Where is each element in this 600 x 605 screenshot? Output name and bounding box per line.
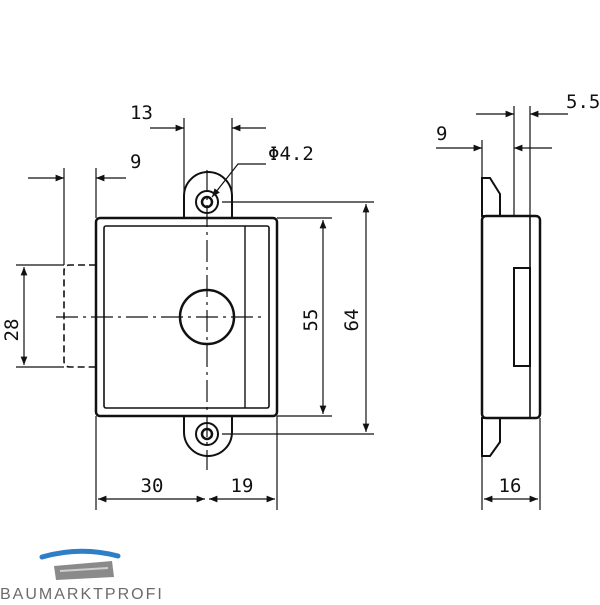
dim-label-64: 64 (341, 309, 363, 332)
bottom-mounting-ear (183, 416, 233, 457)
front-view (56, 170, 279, 470)
baumarktprofi-logo: BAUMARKTPROFI (0, 548, 164, 603)
dim-label-55: 55 (300, 309, 322, 332)
logo-text: BAUMARKTPROFI (0, 586, 164, 600)
dim-label-5-5: 5.5 (566, 91, 600, 113)
side-bottom-ear (481, 417, 501, 457)
dim-label-30: 30 (141, 475, 164, 497)
side-dimensions (436, 106, 568, 510)
side-top-ear (481, 177, 501, 217)
side-dimension-labels: 5.5 9 16 (436, 91, 600, 497)
side-body (480, 214, 542, 420)
top-mounting-ear (183, 171, 233, 218)
dim-label-28: 28 (1, 319, 23, 342)
dim-label-9-left: 9 (130, 151, 141, 173)
front-dimensions (16, 118, 374, 510)
dim-label-16: 16 (499, 475, 522, 497)
dim-label-19: 19 (231, 475, 254, 497)
side-cylinder-front (513, 267, 531, 367)
dim-label-9-side: 9 (436, 123, 447, 145)
side-view (480, 177, 542, 457)
dim-label-13: 13 (130, 102, 153, 124)
logo-roof-icon (39, 548, 121, 560)
dim-label-hole-diameter: Φ4.2 (268, 143, 314, 165)
hidden-bolt (63, 264, 96, 368)
front-dimension-labels: 13 9 Φ4.2 28 55 64 30 19 (1, 102, 363, 497)
